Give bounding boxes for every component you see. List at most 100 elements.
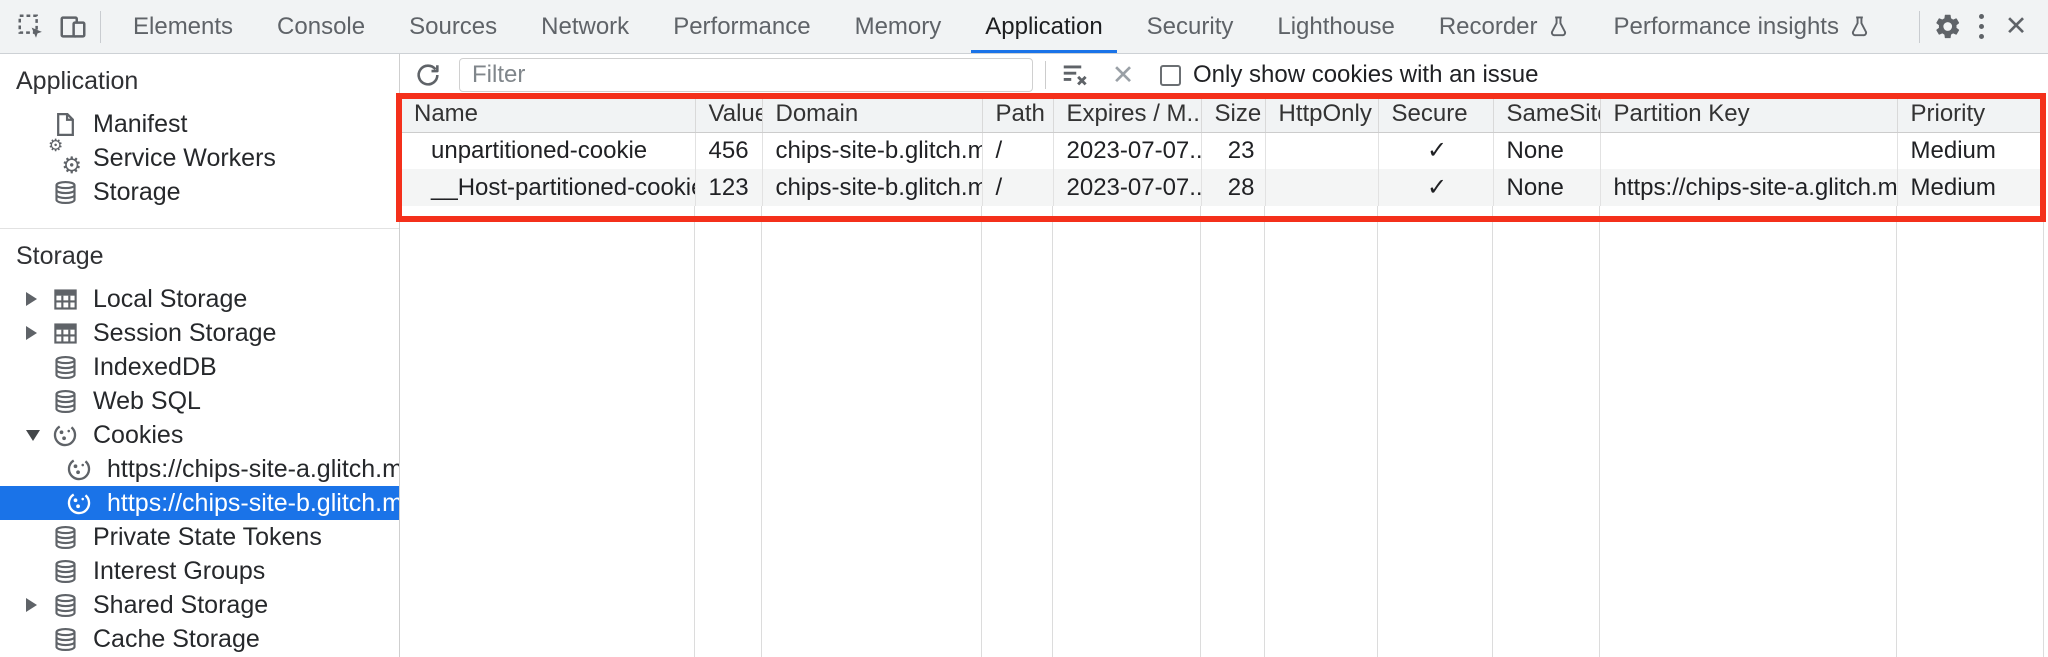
column-header-samesite[interactable]: SameSite — [1493, 96, 1601, 133]
sidebar-item-label: Service Workers — [93, 143, 276, 172]
cookie-icon — [64, 454, 94, 484]
grid-column-line — [1492, 206, 1493, 657]
sidebar-item-label: https://chips-site-b.glitch.me — [107, 488, 400, 517]
table-icon — [50, 318, 80, 348]
cell-size[interactable]: 23 — [1201, 132, 1266, 169]
sidebar-item-storage[interactable]: Storage — [0, 175, 399, 209]
grid-column-line — [1599, 206, 1600, 657]
sidebar-item-local-storage[interactable]: Local Storage — [0, 282, 399, 316]
tab-security[interactable]: Security — [1125, 0, 1256, 53]
cell-httponly[interactable] — [1265, 169, 1379, 206]
column-header-size[interactable]: Size — [1201, 96, 1266, 133]
sidebar-item-shared-storage[interactable]: Shared Storage — [0, 588, 399, 622]
cell-expires[interactable]: 2023-07-07... — [1053, 132, 1202, 169]
tab-recorder[interactable]: Recorder — [1417, 0, 1592, 53]
column-header-name[interactable]: Name — [401, 96, 696, 133]
cell-size[interactable]: 28 — [1201, 169, 1266, 206]
cell-httponly[interactable] — [1265, 132, 1379, 169]
sidebar-item-interest-groups[interactable]: Interest Groups — [0, 554, 399, 588]
tab-sources[interactable]: Sources — [387, 0, 519, 53]
column-header-httponly[interactable]: HttpOnly — [1265, 96, 1379, 133]
cell-samesite[interactable]: None — [1493, 169, 1601, 206]
delete-selected-button[interactable]: ✕ — [1111, 59, 1135, 90]
issues-checkbox[interactable] — [1160, 64, 1181, 86]
sidebar-item-label: Session Storage — [93, 318, 277, 347]
sidebar-item-cookies[interactable]: Cookies — [0, 418, 399, 452]
column-header-expires[interactable]: Expires / M... — [1053, 96, 1202, 133]
cell-path[interactable]: / — [982, 169, 1054, 206]
tab-console[interactable]: Console — [255, 0, 387, 53]
grid-column-line — [1377, 206, 1378, 657]
tabbar-separator — [1919, 10, 1920, 43]
tab-lighthouse[interactable]: Lighthouse — [1255, 0, 1416, 53]
sidebar-item-service-workers[interactable]: ⚙⚙ Service Workers — [0, 136, 399, 179]
disclosure-expanded-icon[interactable] — [26, 429, 50, 441]
database-icon — [50, 352, 80, 382]
cell-expires[interactable]: 2023-07-07... — [1053, 169, 1202, 206]
column-header-domain[interactable]: Domain — [762, 96, 983, 133]
sidebar-item-indexeddb[interactable]: IndexedDB — [0, 350, 399, 384]
settings-button[interactable] — [1930, 10, 1964, 44]
tab-label: Lighthouse — [1277, 12, 1395, 40]
cell-domain[interactable]: chips-site-b.glitch.me — [762, 169, 983, 206]
sidebar-item-label: Shared Storage — [93, 590, 269, 619]
database-icon — [50, 386, 80, 416]
cell-priority[interactable]: Medium — [1897, 132, 2045, 169]
table-header-row: Name Value Domain Path Expires / M... Si… — [401, 96, 2045, 133]
tab-network[interactable]: Network — [519, 0, 651, 53]
grid-column-line — [1896, 206, 1897, 657]
cell-name[interactable]: unpartitioned-cookie — [401, 132, 696, 169]
table-row[interactable]: __Host-partitioned-cookie 123 chips-site… — [401, 169, 2045, 206]
cell-name[interactable]: __Host-partitioned-cookie — [401, 169, 696, 206]
cookies-panel: ✕ Only show cookies with an issue Name V… — [401, 54, 2048, 657]
tab-application[interactable]: Application — [963, 0, 1124, 53]
cookies-toolbar: ✕ Only show cookies with an issue — [401, 54, 2048, 96]
sidebar-item-session-storage[interactable]: Session Storage — [0, 316, 399, 350]
clear-filter-icon — [1063, 65, 1087, 86]
sidebar-item-cache-storage[interactable]: Cache Storage — [0, 622, 399, 656]
cell-path[interactable]: / — [982, 132, 1054, 169]
tab-elements[interactable]: Elements — [111, 0, 255, 53]
sidebar-item-cookies-chips-site-a[interactable]: https://chips-site-a.glitch.me — [0, 452, 399, 486]
cell-partition-key[interactable] — [1600, 132, 1898, 169]
cell-priority[interactable]: Medium — [1897, 169, 2045, 206]
grid-column-line — [2043, 206, 2044, 657]
disclosure-collapsed-icon[interactable] — [26, 292, 50, 306]
sidebar-item-manifest[interactable]: Manifest — [0, 107, 399, 141]
tab-label: Recorder — [1438, 12, 1538, 40]
table-row[interactable]: unpartitioned-cookie 456 chips-site-b.gl… — [401, 132, 2045, 169]
cell-value[interactable]: 123 — [695, 169, 763, 206]
sidebar-item-private-state-tokens[interactable]: Private State Tokens — [0, 520, 399, 554]
tab-performance-insights[interactable]: Performance insights — [1592, 0, 1893, 53]
filter-input[interactable] — [459, 58, 1033, 92]
gear-icon — [1935, 14, 1959, 39]
more-options-button[interactable] — [1964, 14, 1998, 39]
sidebar-item-web-sql[interactable]: Web SQL — [0, 384, 399, 418]
refresh-button[interactable] — [413, 60, 443, 90]
disclosure-collapsed-icon[interactable] — [26, 598, 50, 612]
cell-secure-checkmark[interactable]: ✓ — [1378, 132, 1494, 169]
issues-checkbox-label[interactable]: Only show cookies with an issue — [1193, 61, 1539, 88]
cookie-icon — [50, 420, 80, 450]
tab-label: Performance insights — [1613, 12, 1839, 40]
close-devtools-button[interactable]: ✕ — [2004, 11, 2028, 41]
toggle-device-toolbar-button[interactable] — [56, 10, 90, 44]
inspect-element-button[interactable] — [14, 10, 48, 44]
cell-value[interactable]: 456 — [695, 132, 763, 169]
tab-label: Network — [541, 12, 630, 40]
grid-column-line — [761, 206, 762, 657]
column-header-priority[interactable]: Priority — [1897, 96, 2045, 133]
column-header-partition-key[interactable]: Partition Key — [1600, 96, 1898, 133]
sidebar-item-cookies-chips-site-b[interactable]: https://chips-site-b.glitch.me — [0, 486, 399, 520]
cell-secure-checkmark[interactable]: ✓ — [1378, 169, 1494, 206]
disclosure-collapsed-icon[interactable] — [26, 326, 50, 340]
cell-domain[interactable]: chips-site-b.glitch.me — [762, 132, 983, 169]
tab-memory[interactable]: Memory — [833, 0, 964, 53]
clear-filter-button[interactable] — [1060, 60, 1090, 90]
cell-samesite[interactable]: None — [1493, 132, 1601, 169]
column-header-value[interactable]: Value — [695, 96, 763, 133]
column-header-path[interactable]: Path — [982, 96, 1054, 133]
column-header-secure[interactable]: Secure — [1378, 96, 1494, 133]
cell-partition-key[interactable]: https://chips-site-a.glitch.me — [1600, 169, 1898, 206]
tab-performance[interactable]: Performance — [651, 0, 832, 53]
